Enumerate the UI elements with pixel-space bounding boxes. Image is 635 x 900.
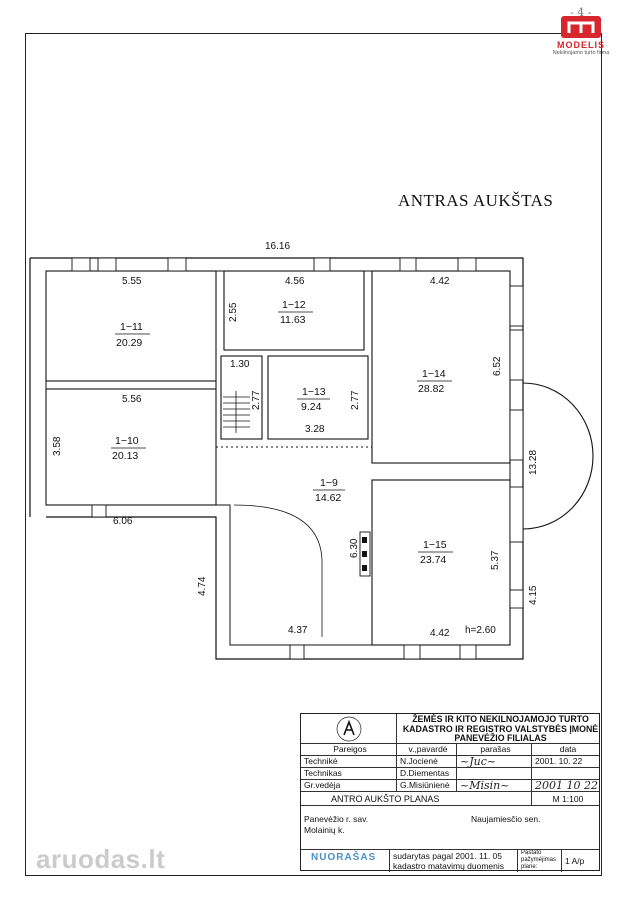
col-name: v.,pavardė: [396, 744, 456, 755]
row-date: [531, 768, 601, 779]
dim-r9-height: 6.30: [349, 538, 360, 558]
location-line-1: Panevėžio r. sav.: [304, 814, 369, 824]
company-logo: MODELIS Nekilnojamo turto firma: [546, 16, 616, 66]
floor-title: ANTRAS AUKŠTAS: [398, 191, 554, 210]
seal: [301, 714, 396, 743]
building-label: Pastato pažymėjimas plane:: [517, 850, 561, 872]
dim-r14-top: 4.42: [430, 276, 450, 287]
dim-r12-side: 2.55: [228, 302, 239, 322]
col-sign: parašas: [456, 744, 531, 755]
drawing-frame: [25, 33, 602, 876]
location-row: Panevėžio r. sav. Molainių k. Naujamiesč…: [301, 806, 599, 850]
dim-r14-side: 6.52: [492, 356, 503, 376]
bay-window: [522, 382, 594, 530]
ceiling-height: h=2.60: [465, 625, 496, 636]
room-area: 28.82: [418, 383, 444, 395]
row-name: N.Jocienė: [396, 756, 456, 767]
dim-r9-bottom: 4.37: [288, 625, 308, 636]
dim-bottom-left: 6.06: [113, 516, 133, 527]
location-cell: Panevėžio r. sav. Molainių k.: [301, 806, 601, 849]
row-role: Gr.vedėja: [304, 780, 341, 790]
compiled-line-1: sudarytas pagal 2001. 11. 05: [393, 851, 503, 861]
dim-r15-bottom: 4.42: [430, 628, 450, 639]
staircase: [223, 391, 250, 433]
col-date: data: [531, 744, 601, 755]
dim-right-lower: 4.15: [528, 585, 539, 605]
dim-r11-top: 5.55: [122, 276, 142, 287]
hall-curve: [233, 504, 323, 637]
room-label: 1−14: [422, 368, 446, 380]
dim-r9-side: 4.74: [197, 576, 208, 596]
page-number: - 4 -: [570, 6, 592, 19]
title-block: ŽEMĖS IR KITO NEKILNOJAMOJO TURTO KADAST…: [300, 713, 600, 872]
table-row: Technikas D.Diementas: [301, 768, 599, 780]
room-area: 11.63: [280, 314, 306, 326]
street: Naujamiesčio sen.: [471, 814, 541, 824]
room-area: 9.24: [301, 401, 322, 413]
room-label: 1−15: [423, 539, 447, 551]
room-area: 14.62: [315, 492, 341, 504]
dim-overall: 16.16: [265, 241, 290, 252]
logo-subtitle: Nekilnojamo turto firma: [552, 50, 610, 56]
dim-stair-top: 1.30: [230, 359, 250, 370]
scale: M 1:100: [531, 792, 601, 805]
dim-r12-top: 4.56: [285, 276, 305, 287]
signature: ~Juc~: [456, 756, 531, 767]
room-label: 1−9: [320, 477, 338, 489]
signature-date: 2001 10 22: [531, 780, 601, 791]
row-role: Technikė: [304, 756, 338, 766]
copy-stamp: NUORAŠAS: [311, 852, 377, 863]
row-name: D.Diementas: [396, 768, 456, 779]
signature: [456, 768, 531, 779]
watermark: aruodas.lt: [36, 844, 166, 874]
plan-name-row: ANTRO AUKŠTO PLANAS M 1:100: [301, 792, 599, 806]
room-area: 20.13: [112, 450, 138, 462]
building-mark: 1 A/p: [561, 850, 601, 872]
room-label: 1−13: [302, 386, 326, 398]
room-label: 1−10: [115, 435, 139, 447]
dim-right-outer: 13.28: [528, 450, 539, 475]
dim-r13-side: 2.77: [350, 390, 361, 410]
table-row: Technikė N.Jocienė ~Juc~ 2001. 10. 22: [301, 756, 599, 768]
room-label: 1−12: [282, 299, 306, 311]
logo-name: MODELIS: [556, 40, 605, 50]
logo-mark: [561, 16, 601, 38]
room-label: 1−11: [120, 321, 143, 333]
org-line-3: PANEVĖŽIO FILIALAS: [454, 733, 547, 743]
org-line-2: KADASTRO IR REGISTRO VALSTYBĖS ĮMONĖ: [402, 723, 599, 734]
outer-walls: [29, 257, 524, 660]
dim-r10-top: 5.56: [122, 394, 142, 405]
row-name: G.Misiūnienė: [396, 780, 456, 791]
table-row: Gr.vedėja G.Misiūnienė ~Misin~ 2001 10 2…: [301, 780, 599, 792]
dim-r15-side: 5.37: [490, 550, 501, 570]
signature: ~Misin~: [456, 780, 531, 791]
row-role: Technikas: [304, 768, 342, 778]
plan-name: ANTRO AUKŠTO PLANAS: [331, 794, 440, 804]
dim-stair-side: 2.77: [251, 390, 262, 410]
room-area: 20.29: [116, 337, 142, 349]
title-block-header: ŽEMĖS IR KITO NEKILNOJAMOJO TURTO KADAST…: [301, 714, 599, 744]
room-area: 23.74: [420, 554, 446, 566]
org-name: ŽEMĖS IR KITO NEKILNOJAMOJO TURTO KADAST…: [396, 714, 601, 743]
compiled-cell: sudarytas pagal 2001. 11. 05 kadastro ma…: [389, 850, 517, 872]
location-line-2: Molainių k.: [304, 825, 345, 835]
dim-r10-side: 3.58: [52, 436, 63, 456]
footer-row: sudarytas pagal 2001. 11. 05 kadastro ma…: [301, 850, 599, 872]
compiled-line-2: kadastro matavimų duomenis: [393, 861, 505, 871]
row-date: 2001. 10. 22: [531, 756, 601, 767]
col-role: Pareigos: [333, 744, 367, 754]
org-line-1: ŽEMĖS IR KITO NEKILNOJAMOJO TURTO: [412, 714, 589, 724]
dim-r13-bottom: 3.28: [305, 424, 325, 435]
title-block-columns: Pareigos v.,pavardė parašas data: [301, 744, 599, 756]
vent-marks: [362, 537, 367, 571]
